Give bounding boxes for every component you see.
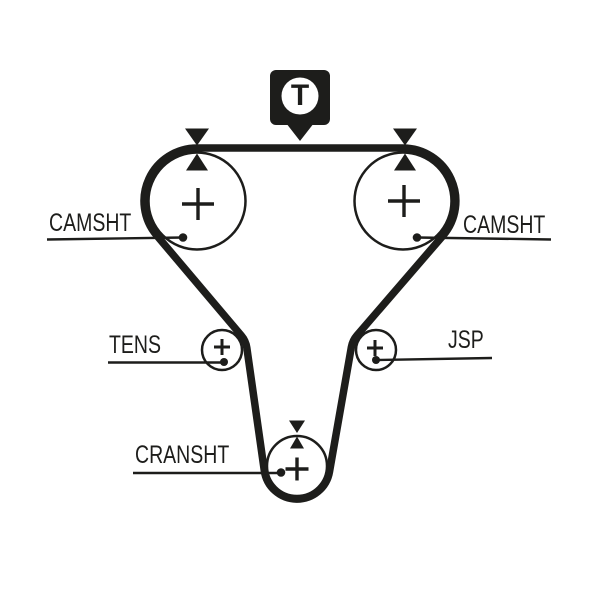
- timing-belt: [140, 144, 460, 503]
- jockey-center-cross-icon: [367, 340, 383, 356]
- cam-left-center-cross-icon: [182, 188, 214, 220]
- tensioner-center-cross-icon: [214, 339, 230, 355]
- cam-left-timing-mark-upper-icon: [185, 128, 209, 146]
- cam-right-center-cross-icon: [388, 185, 420, 217]
- cam-right-leader-dot: [412, 233, 422, 242]
- cam-left-leader-dot: [178, 233, 188, 242]
- tensioner-leader-dot: [220, 358, 228, 366]
- cam-left-timing-mark-lower-icon: [186, 153, 208, 171]
- jockey-leader-dot: [372, 356, 380, 364]
- label-camshaft-right: CAMSHT: [463, 211, 546, 239]
- timing-pin-letter: T: [290, 79, 310, 112]
- cam-right-timing-mark-lower-icon: [394, 153, 416, 171]
- label-tensioner: TENS: [109, 331, 162, 359]
- jockey-leader-line: [375, 356, 493, 362]
- crank-timing-mark-upper-icon: [289, 420, 305, 433]
- cam-left-leader-line: [46, 236, 184, 241]
- label-crankshaft: CRANSHT: [135, 441, 230, 469]
- crank-leader-dot: [276, 468, 286, 477]
- timing-pin-icon: [270, 70, 330, 141]
- cam-right-timing-mark-upper-icon: [393, 128, 417, 146]
- crank-timing-mark-lower-icon: [290, 436, 304, 449]
- crank-center-cross-icon: [285, 457, 309, 481]
- cam-right-leader-line: [416, 236, 552, 241]
- label-camshaft-left: CAMSHT: [49, 209, 132, 237]
- label-jockey: JSP: [448, 326, 484, 354]
